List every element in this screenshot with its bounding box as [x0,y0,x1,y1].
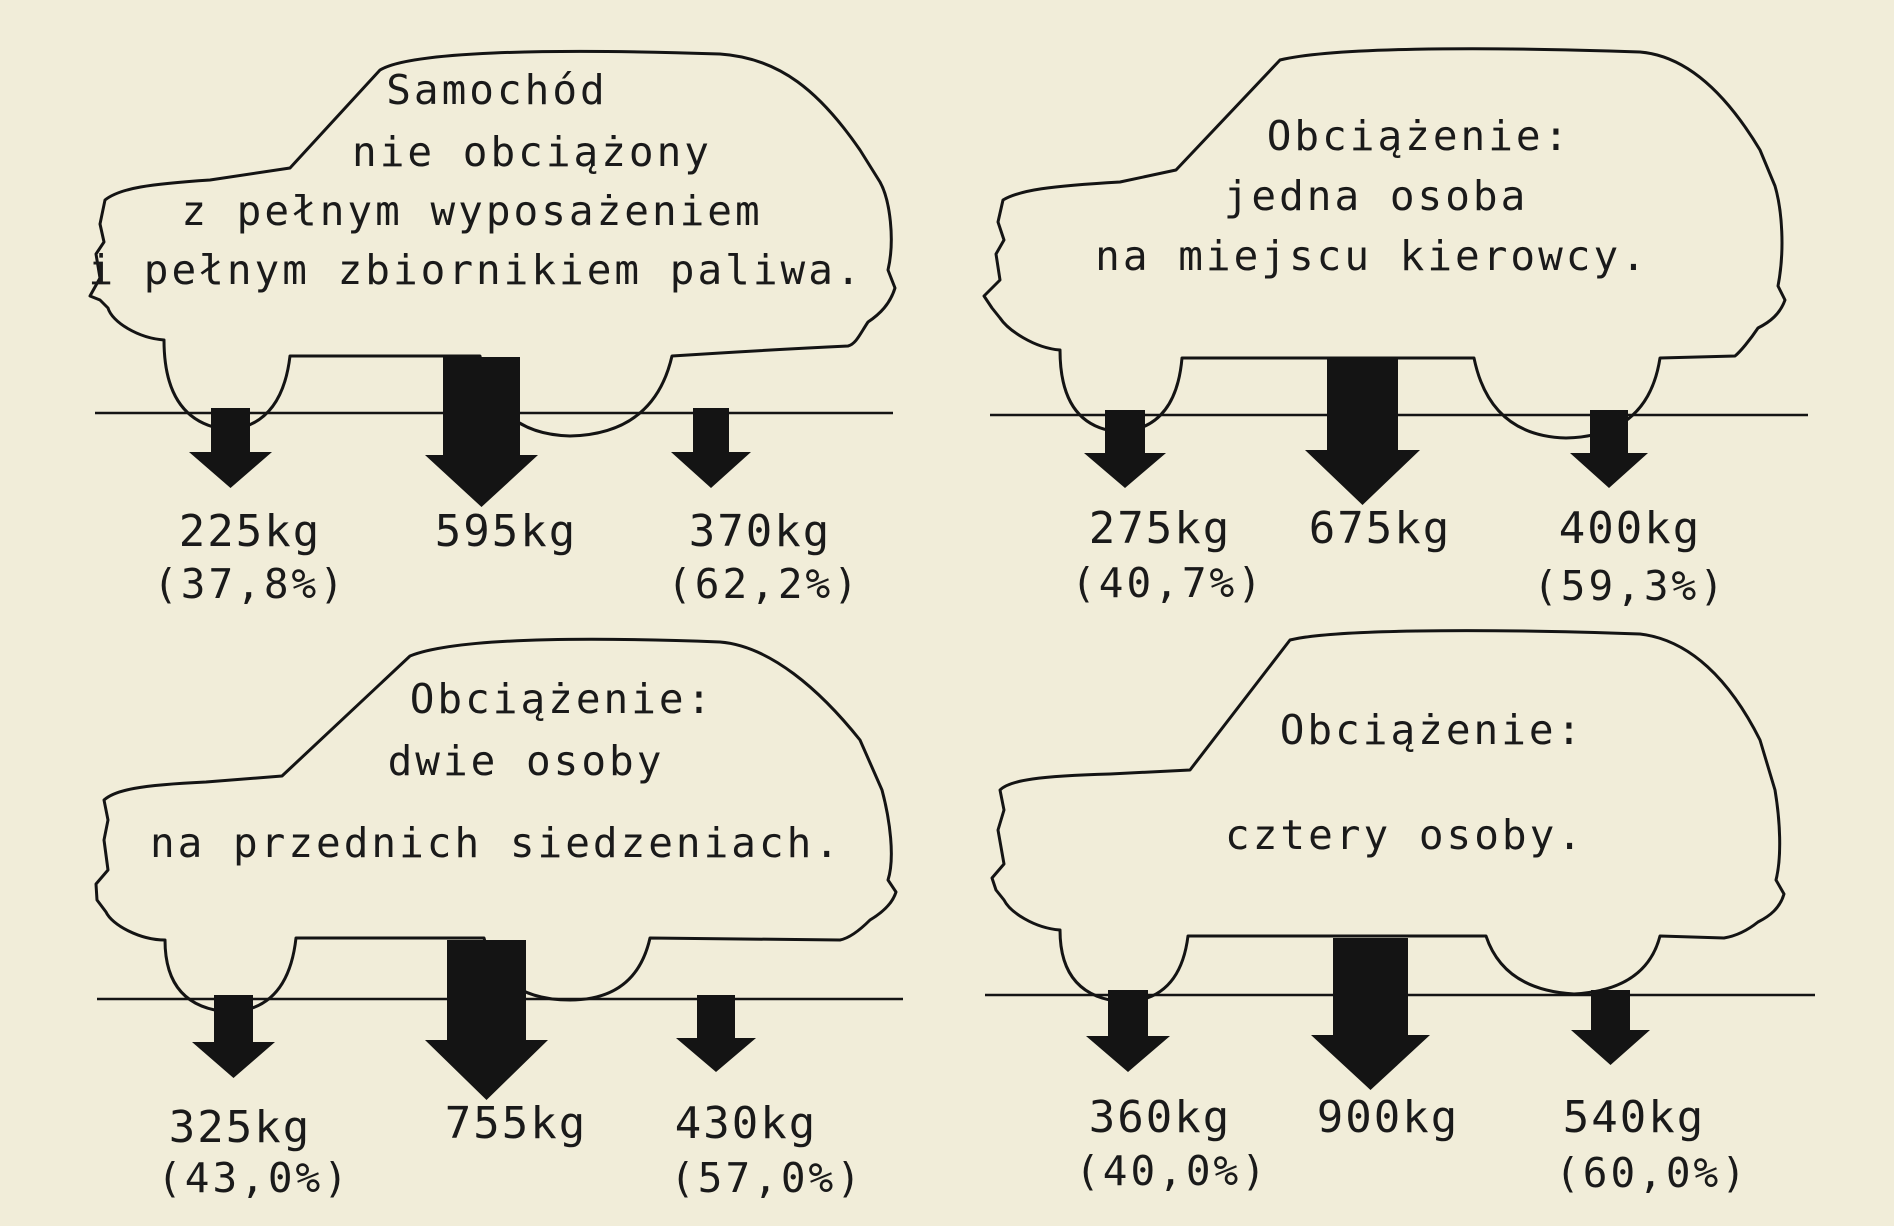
car-outline [94,637,898,1014]
rear-percent-label: (60,0%) [1555,1149,1749,1197]
front-percent-label: (37,8%) [153,560,347,608]
panel-two-persons: Obciążenie: dwie osoby na przednich sied… [94,637,903,1202]
caption-line-1: Obciążenie: [1280,706,1585,754]
rear-weight-label: 370kg [689,506,831,557]
total-weight-label: 675kg [1309,503,1451,554]
front-percent-label: (40,7%) [1071,559,1265,607]
front-weight-label: 275kg [1089,503,1231,554]
front-axle-arrow [189,408,272,488]
rear-percent-label: (62,2%) [667,560,861,608]
rear-weight-label: 430kg [675,1098,817,1149]
rear-weight-label: 400kg [1559,503,1701,554]
front-weight-label: 360kg [1089,1092,1231,1143]
rear-weight-label: 540kg [1563,1092,1705,1143]
caption-line-3: z pełnym wyposażeniem [181,187,762,235]
front-axle-arrow [1086,990,1170,1072]
rear-axle-arrow [676,995,756,1072]
front-axle-arrow [1084,410,1166,488]
rear-axle-arrow [1571,990,1650,1065]
rear-percent-label: (59,3%) [1533,562,1727,610]
front-percent-label: (43,0%) [157,1154,351,1202]
caption-line-3: na miejscu kierowcy. [1095,232,1649,280]
front-axle-arrow [192,995,275,1078]
total-weight-arrow [425,357,538,507]
panel-unloaded: Samochód nie obciążony z pełnym wyposaże… [88,49,897,608]
caption-line-2: dwie osoby [388,737,665,785]
caption-line-2: nie obciążony [352,128,712,176]
total-weight-arrow [425,940,548,1100]
total-weight-label: 595kg [435,506,577,557]
caption-line-2: cztery osoby. [1225,811,1585,859]
caption-line-4: i pełnym zbiornikiem paliwa. [88,246,863,294]
rear-axle-arrow [1570,410,1648,488]
caption-line-3: na przednich siedzeniach. [150,819,842,867]
total-weight-label: 755kg [445,1098,587,1149]
caption-line-1: Samochód [386,66,607,114]
car-outline [982,47,1787,440]
rear-percent-label: (57,0%) [670,1154,864,1202]
panel-four-persons: Obciążenie: cztery osoby. 360kg (40,0%) … [985,629,1815,1197]
front-weight-label: 325kg [169,1102,311,1153]
front-weight-label: 225kg [179,506,321,557]
total-weight-label: 900kg [1317,1092,1459,1143]
caption-line-2: jedna osoba [1224,172,1529,220]
caption-line-1: Obciążenie: [410,675,715,723]
front-percent-label: (40,0%) [1075,1147,1269,1195]
panel-one-person: Obciążenie: jedna osoba na miejscu kiero… [982,47,1808,610]
car-outline [990,629,1786,1004]
total-weight-arrow [1305,358,1420,505]
total-weight-arrow [1311,938,1430,1090]
rear-axle-arrow [671,408,751,488]
caption-line-1: Obciążenie: [1267,112,1572,160]
